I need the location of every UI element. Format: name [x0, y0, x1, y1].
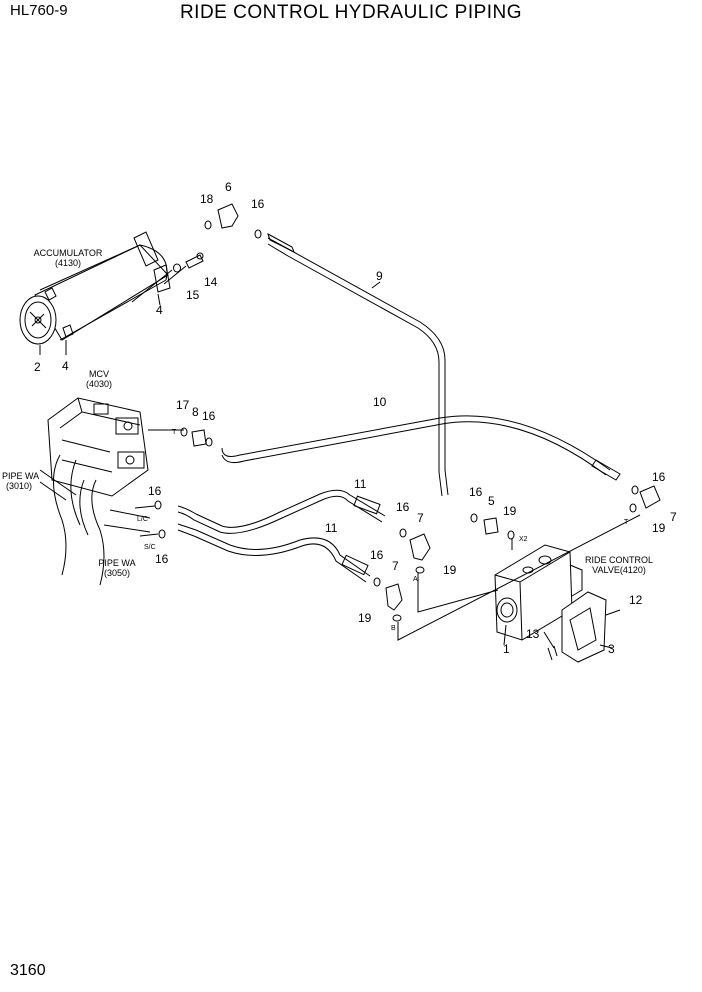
callout-16-hose9: 16 — [469, 485, 483, 499]
callout-4-base: 4 — [62, 359, 69, 373]
callout-7-upper: 7 — [417, 511, 424, 525]
callout-18: 18 — [200, 192, 214, 206]
callout-16-lc: 16 — [148, 484, 162, 498]
callout-12: 12 — [629, 593, 643, 607]
bracket-3-drawing — [547, 591, 621, 663]
port-t-valve: T — [624, 519, 629, 526]
port-lc: L/C — [137, 516, 148, 523]
callout-11-upper: 11 — [354, 477, 367, 491]
hose-11-lower — [177, 523, 371, 583]
callout-3: 3 — [608, 642, 615, 656]
callout-16-top: 16 — [251, 197, 265, 211]
mcv-code: (4030) — [86, 379, 112, 389]
callout-10: 10 — [373, 395, 387, 409]
pipe-wa-1-label: PIPE WA — [2, 471, 39, 481]
callout-7-lower: 7 — [392, 559, 399, 573]
mcv-label: MCV — [89, 369, 109, 379]
callout-1: 1 — [503, 642, 510, 656]
callout-16-mcv: 16 — [202, 409, 216, 423]
fittings — [154, 203, 661, 622]
callout-19-t: 19 — [652, 521, 666, 535]
callout-19-b: 19 — [358, 611, 372, 625]
callout-5: 5 — [488, 494, 495, 508]
port-sc: S/C — [144, 544, 156, 551]
hose-10 — [221, 415, 621, 481]
callout-15: 15 — [186, 288, 200, 302]
callout-13: 13 — [526, 627, 540, 641]
port-x2: X2 — [519, 536, 528, 543]
leader-lines — [39, 281, 613, 649]
accumulator-label: ACCUMULATOR — [34, 248, 103, 258]
mcv-drawing — [39, 397, 172, 586]
callout-6: 6 — [225, 180, 232, 194]
ride-control-valve-code: VALVE(4120) — [592, 565, 646, 575]
callout-11-lower: 11 — [325, 521, 338, 535]
callout-19-x2: 19 — [503, 504, 517, 518]
callout-2: 2 — [34, 360, 41, 374]
clamp-bolt-drawing — [131, 252, 204, 303]
port-t-mcv: T — [172, 429, 177, 436]
connection-lines — [134, 429, 641, 641]
callout-16-lower: 16 — [370, 548, 384, 562]
port-a: A — [413, 576, 418, 583]
hose-11-upper — [177, 489, 386, 534]
labels: ACCUMULATOR (4130) MCV (4030) PIPE WA (3… — [2, 180, 677, 656]
pipe-wa-1-code: (3010) — [6, 481, 32, 491]
model-number: HL760-9 — [10, 2, 68, 19]
pipe-wa-2-code: (3050) — [104, 568, 130, 578]
callout-14: 14 — [204, 275, 218, 289]
page-number: 3160 — [10, 962, 46, 979]
callout-9: 9 — [376, 269, 383, 283]
callout-16-sc: 16 — [155, 552, 169, 566]
callout-16-right: 16 — [652, 470, 666, 484]
accumulator-drawing — [19, 231, 171, 345]
pipe-wa-2-label: PIPE WA — [98, 558, 135, 568]
callout-16-upper: 16 — [396, 500, 410, 514]
port-b: B — [391, 625, 396, 632]
ride-control-valve-label: RIDE CONTROL — [585, 555, 653, 565]
hose-9 — [267, 232, 449, 497]
callout-7-right: 7 — [670, 510, 677, 524]
callout-19-a: 19 — [443, 563, 457, 577]
diagram-title: RIDE CONTROL HYDRAULIC PIPING — [179, 2, 523, 23]
accumulator-code: (4130) — [55, 258, 81, 268]
callout-4-clamp: 4 — [156, 303, 163, 317]
callout-17: 17 — [176, 398, 190, 412]
callout-8: 8 — [192, 405, 199, 419]
